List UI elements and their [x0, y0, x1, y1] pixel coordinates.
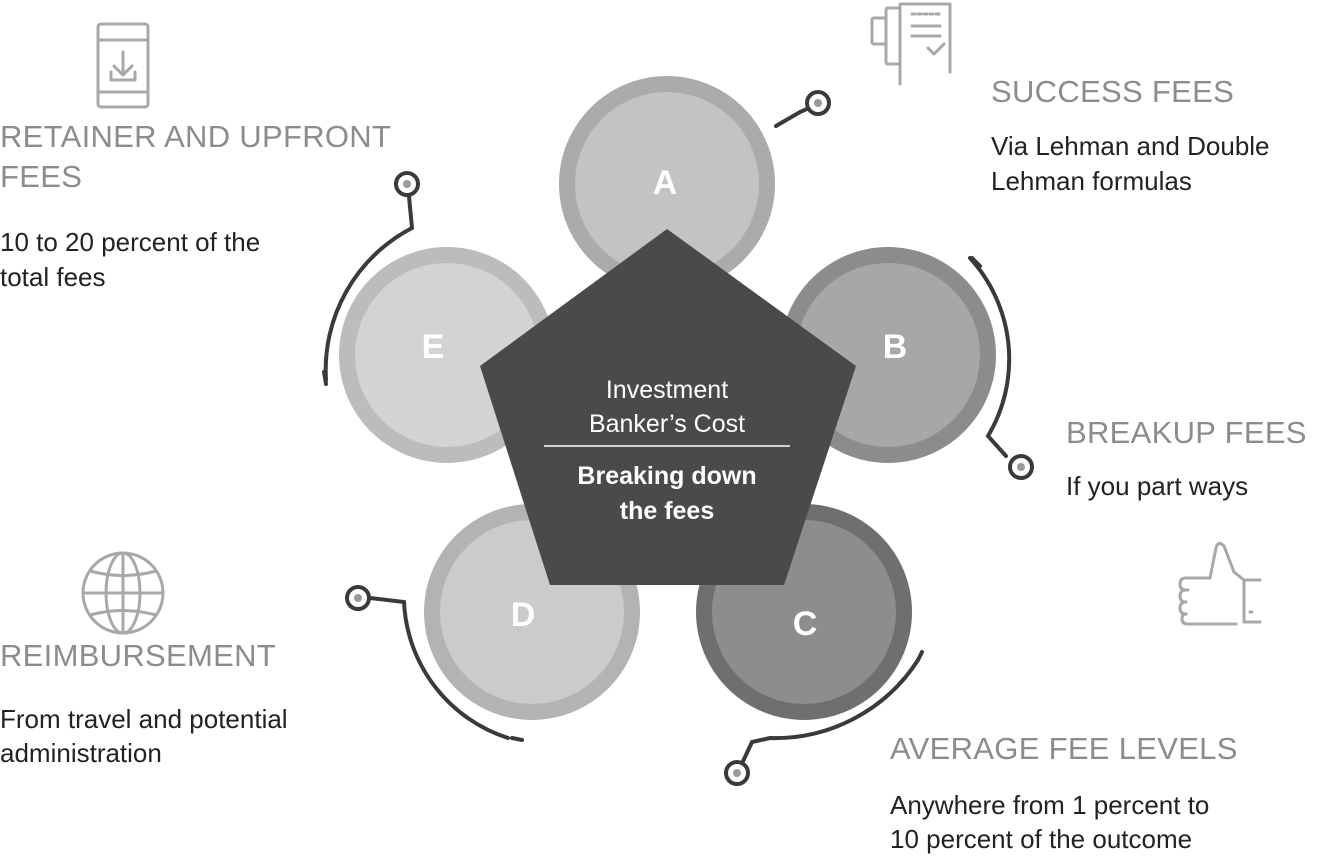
connector-dots: [345, 90, 1034, 786]
connectors: [323, 102, 1012, 774]
success-title: SUCCESS FEES: [991, 74, 1235, 109]
circle-letters: A B C D E: [422, 164, 908, 643]
connector-d: [368, 596, 510, 740]
center-title-line1: Investment: [606, 376, 728, 404]
retainer-title-line1: RETAINER AND UPFRONT: [0, 119, 392, 154]
center-text: Investment Banker’s Cost Breaking down t…: [577, 376, 756, 525]
connector-b: [968, 256, 1012, 458]
reimbursement-desc-line1: From travel and potential: [0, 704, 288, 734]
circle-letter-b: B: [883, 328, 908, 366]
breakup-desc: If you part ways: [1066, 471, 1249, 501]
center-title-line2: Banker’s Cost: [589, 410, 745, 438]
reimbursement-title: REIMBURSEMENT: [0, 638, 277, 673]
circle-letter-d: D: [511, 596, 536, 634]
center-subtitle-line1: Breaking down: [577, 462, 756, 490]
center-subtitle-line2: the fees: [620, 497, 714, 525]
circle-letter-e: E: [422, 328, 445, 366]
connector-e: [323, 184, 415, 382]
circle-letter-c: C: [793, 605, 818, 643]
circle-a: [559, 76, 775, 292]
retainer-title-line2: FEES: [0, 159, 83, 194]
average-title: AVERAGE FEE LEVELS: [890, 731, 1238, 766]
reimbursement-desc-line2: administration: [0, 738, 162, 768]
circle-letter-a: A: [653, 164, 678, 202]
retainer-desc-line1: 10 to 20 percent of the: [0, 227, 261, 257]
connector-dashes: [322, 256, 982, 742]
center-pentagon: [480, 229, 856, 585]
connector-c: [736, 658, 920, 774]
success-desc-line2: Lehman formulas: [991, 166, 1192, 196]
globe-icon: [81, 551, 165, 635]
average-desc-line1: Anywhere from 1 percent to: [890, 790, 1210, 820]
retainer-desc-line2: total fees: [0, 262, 106, 292]
document-check-icon: [870, 2, 952, 86]
phone-download-icon: [96, 22, 150, 109]
breakup-title: BREAKUP FEES: [1066, 415, 1307, 450]
thumbs-up-icon: [1178, 541, 1262, 626]
success-desc-line1: Via Lehman and Double: [991, 131, 1270, 161]
average-desc-line2: 10 percent of the outcome: [890, 824, 1193, 854]
